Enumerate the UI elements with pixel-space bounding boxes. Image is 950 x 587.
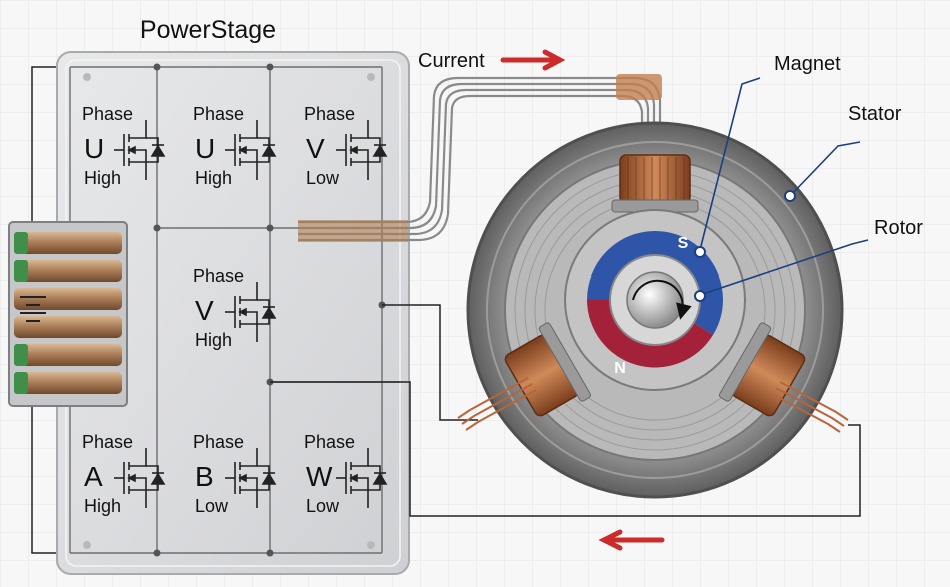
phase-level: Low [306, 168, 340, 188]
phase-level: Low [195, 496, 229, 516]
stator-marker [784, 190, 796, 202]
leader-lines [699, 77, 869, 296]
mosfet-icon [336, 448, 388, 508]
mosfet-icon [225, 448, 277, 508]
phase-wire-right [270, 381, 861, 517]
phase-wire-left [382, 304, 478, 421]
board-cable-connector [298, 220, 408, 242]
motor: S N [457, 121, 849, 499]
rotation-arrow [632, 279, 692, 320]
rotor-marker [694, 290, 706, 302]
current-arrow-right [500, 49, 566, 71]
magnet-marker [694, 246, 706, 258]
magnet-n-segment [587, 300, 713, 368]
phase-letter: B [195, 461, 214, 492]
mosfet-icon [114, 448, 166, 508]
phase-word: Phase [193, 104, 244, 124]
board-screw [83, 541, 91, 549]
pole-n-label: N [614, 360, 626, 377]
phase-level: High [195, 168, 232, 188]
phase-letter: W [306, 461, 333, 492]
phase-word: Phase [193, 266, 244, 286]
board-screw [367, 541, 375, 549]
current-label: Current [418, 50, 485, 72]
mosfet-icon [225, 282, 277, 342]
phase-word: Phase [193, 432, 244, 452]
phase-word: Phase [82, 432, 133, 452]
phase-level: High [84, 496, 121, 516]
board-screw [367, 73, 375, 81]
phase-letter: V [195, 295, 214, 326]
phase-word: Phase [304, 432, 355, 452]
phase-level: High [84, 168, 121, 188]
phase-word: Phase [304, 104, 355, 124]
phase-letter: U [84, 133, 104, 164]
rotor-label: Rotor [874, 217, 923, 239]
phase-letter: A [84, 461, 103, 492]
battery-symbol [20, 296, 46, 322]
coil-left [504, 322, 592, 417]
board-junctions [153, 63, 386, 557]
phase-letter: U [195, 133, 215, 164]
cable-terminal [616, 74, 662, 100]
board-screw [83, 73, 91, 81]
pole-s-label: S [678, 235, 689, 252]
magnet-label: Magnet [774, 53, 841, 75]
page-title: PowerStage [140, 16, 276, 44]
mosfet-icon [336, 120, 388, 180]
coil-top [611, 154, 699, 213]
current-arrow-left [598, 529, 665, 551]
stator-label: Stator [848, 103, 902, 125]
battery-pack [8, 221, 128, 407]
switch-cells: PhaseUHighPhaseUHighPhaseVLowPhaseVHighP… [82, 104, 388, 516]
mosfet-icon [225, 120, 277, 180]
mosfet-icon [114, 120, 166, 180]
phase-word: Phase [82, 104, 133, 124]
phase-level: Low [306, 496, 340, 516]
phase-level: High [195, 330, 232, 350]
coil-leads [457, 377, 849, 433]
coil-right [718, 322, 806, 417]
phase-letter: V [306, 133, 325, 164]
